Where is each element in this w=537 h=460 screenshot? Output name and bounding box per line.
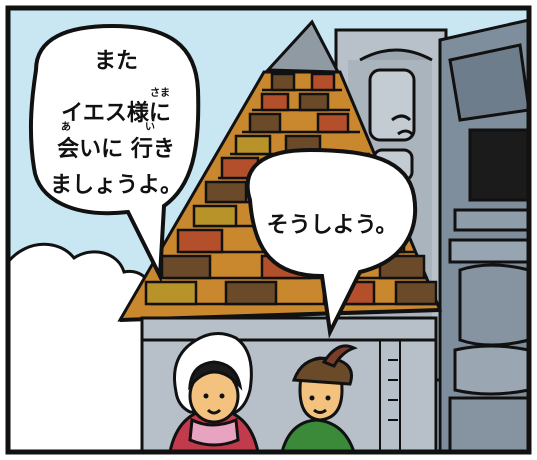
- right-building: [438, 18, 531, 454]
- bubble-left-line-4: ましょうよ。: [50, 173, 182, 198]
- woman-character: [168, 332, 260, 454]
- speech-bubble-left: また さま イエス様に あ い 会いに 行き ましょうよ。: [28, 23, 201, 284]
- clouds: [6, 242, 153, 454]
- ruby-sama: さま: [150, 87, 170, 99]
- bubble-left-line-3: 会いに 行き: [57, 136, 175, 162]
- bubble-right-text: そうしよう。: [267, 213, 398, 238]
- man-character: [280, 344, 358, 454]
- ruby-a: あ: [61, 120, 71, 133]
- bubble-left-line-1: また: [94, 49, 138, 74]
- speech-bubble-right: そうしよう。: [245, 147, 418, 339]
- bubble-left-line-2: イエス様に: [61, 100, 171, 126]
- panel-border: [5, 5, 532, 455]
- ruby-i: い: [145, 122, 155, 133]
